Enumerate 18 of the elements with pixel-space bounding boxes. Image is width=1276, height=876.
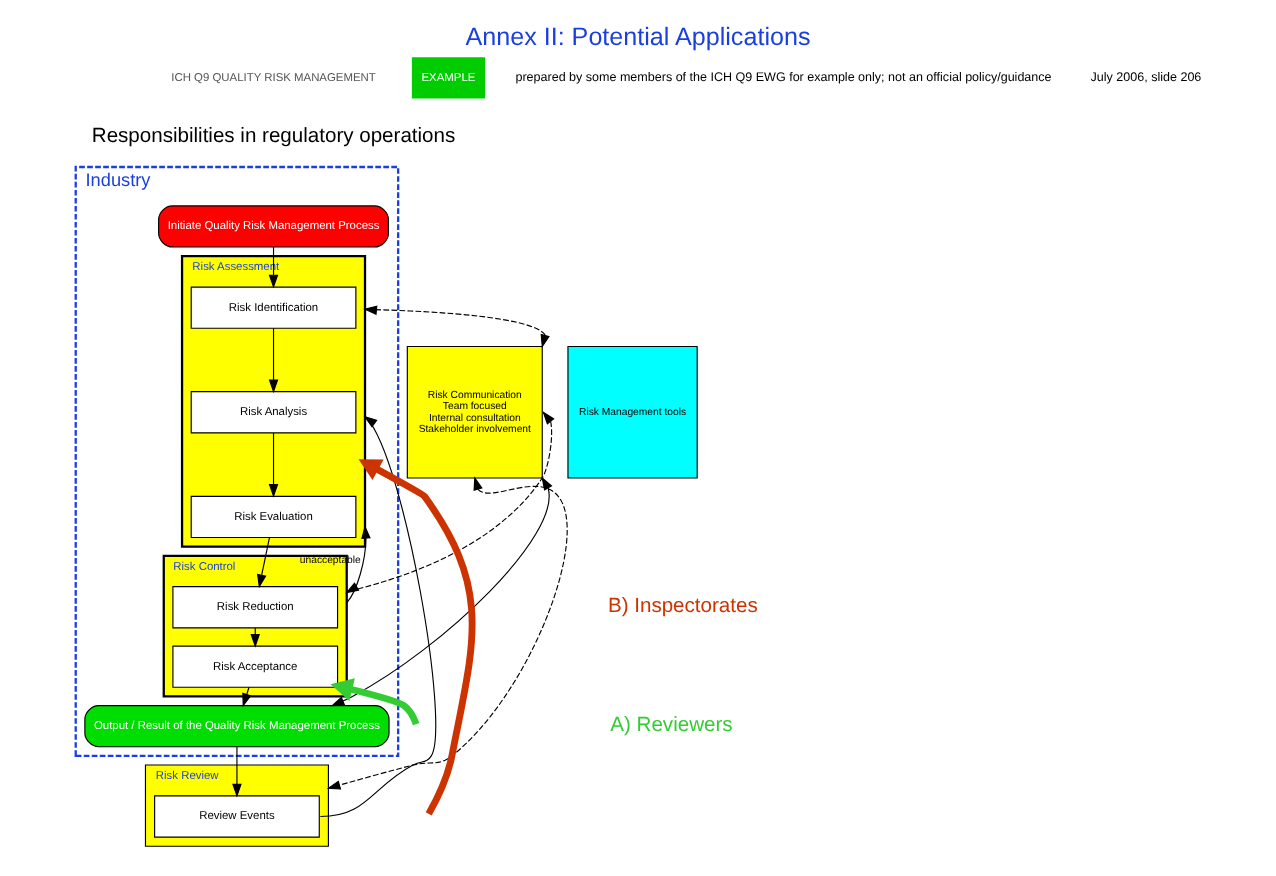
label: A) Reviewers [610,715,733,738]
arrow [330,476,553,707]
arrow [242,686,252,708]
arrow [363,305,550,349]
arrow [358,459,476,816]
label: Responsibilities in regulatory operations [91,126,456,149]
arrow [268,432,279,498]
arrow [268,327,279,394]
arrow [257,537,271,589]
diagram-title: Annex II: Potential Applications [465,23,811,52]
arrow [232,746,242,798]
label: B) Inspectorates [608,596,758,619]
arrow [346,524,371,604]
arrow [345,410,555,594]
arrow [326,476,568,790]
arrow [330,678,420,726]
arrow [319,415,437,818]
arrow [268,246,279,289]
